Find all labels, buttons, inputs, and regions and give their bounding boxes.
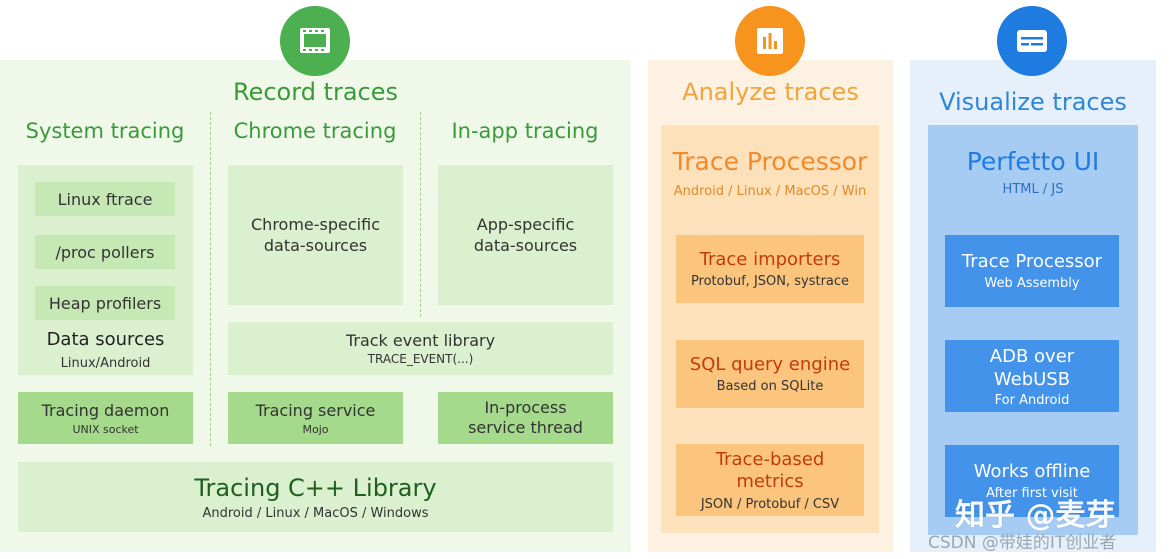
works-offline-sub: After first visit — [986, 486, 1078, 501]
works-offline-card: Works offline After first visit — [945, 445, 1119, 517]
sql-query-engine-sub: Based on SQLite — [716, 379, 824, 394]
divider-2 — [420, 112, 421, 317]
monitor-icon — [997, 6, 1067, 76]
cpp-library-title: Tracing C++ Library — [194, 473, 437, 502]
track-event-library-box: Track event library TRACE_EVENT(...) — [228, 322, 613, 375]
divider-1 — [210, 112, 211, 446]
adb-webusb-title1: ADB over — [989, 345, 1075, 367]
tracing-cpp-library-box: Tracing C++ Library Android / Linux / Ma… — [18, 462, 613, 532]
tracing-service-title: Tracing service — [255, 400, 376, 420]
inapp-tracing-title: In-app tracing — [451, 119, 599, 143]
sql-query-engine-title: SQL query engine — [689, 354, 851, 375]
trace-based-metrics-sub: JSON / Protobuf / CSV — [700, 496, 840, 512]
chrome-specific-line2: data-sources — [263, 236, 368, 255]
wasm-trace-processor-card: Trace Processor Web Assembly — [945, 235, 1119, 307]
inprocess-line2: service thread — [468, 418, 583, 437]
adb-webusb-card: ADB over WebUSB For Android — [945, 340, 1119, 412]
chrome-specific-line1: Chrome-specific — [251, 215, 380, 234]
wasm-trace-processor-sub: Web Assembly — [984, 276, 1080, 291]
trace-importers-sub: Protobuf, JSON, systrace — [690, 274, 850, 289]
chrome-tracing-title: Chrome tracing — [233, 119, 397, 143]
tracing-service-sub: Mojo — [302, 422, 329, 436]
data-sources-sub: Linux/Android — [60, 355, 151, 371]
film-strip-icon — [280, 6, 350, 76]
trace-processor-sub: Android / Linux / MacOS / Win — [673, 183, 867, 199]
perfetto-ui-sub: HTML / JS — [1002, 181, 1064, 197]
works-offline-title: Works offline — [973, 461, 1091, 482]
trace-based-metrics-title2: metrics — [736, 470, 804, 492]
sql-query-engine-card: SQL query engine Based on SQLite — [676, 340, 864, 408]
trace-importers-title: Trace importers — [699, 249, 841, 270]
inprocess-line1: In-process — [484, 398, 567, 417]
trace-importers-card: Trace importers Protobuf, JSON, systrace — [676, 235, 864, 303]
heap-profilers-chip: Heap profilers — [35, 286, 175, 320]
data-sources-label: Data sources — [46, 328, 165, 350]
track-event-sub: TRACE_EVENT(...) — [367, 352, 474, 366]
watermark-main: 知乎 @麦芽 — [955, 498, 1116, 533]
cpp-library-sub: Android / Linux / MacOS / Windows — [202, 505, 429, 521]
app-specific-box: App-specific data-sources — [438, 165, 613, 305]
trace-based-metrics-title1: Trace-based — [715, 448, 825, 470]
chrome-specific-box: Chrome-specific data-sources — [228, 165, 403, 305]
wasm-trace-processor-title: Trace Processor — [961, 251, 1103, 272]
proc-pollers-chip: /proc pollers — [35, 235, 175, 269]
tracing-daemon-sub: UNIX socket — [72, 422, 139, 436]
adb-webusb-sub: For Android — [994, 392, 1070, 408]
app-specific-line2: data-sources — [473, 236, 578, 255]
linux-ftrace-chip: Linux ftrace — [35, 182, 175, 216]
analyze-traces-title: Analyze traces — [682, 78, 859, 106]
app-specific-line1: App-specific — [476, 215, 575, 234]
record-traces-title: Record traces — [233, 78, 398, 106]
tracing-service-box: Tracing service Mojo — [228, 392, 403, 444]
system-tracing-title: System tracing — [25, 119, 185, 143]
watermark-sub: CSDN @带娃的IT创业者 — [928, 533, 1117, 553]
bar-chart-icon — [735, 6, 805, 76]
trace-based-metrics-card: Trace-based metrics JSON / Protobuf / CS… — [676, 444, 864, 516]
perfetto-ui-title: Perfetto UI — [966, 146, 1100, 176]
visualize-traces-title: Visualize traces — [939, 88, 1127, 116]
tracing-daemon-title: Tracing daemon — [41, 400, 170, 420]
track-event-title: Track event library — [345, 331, 496, 350]
tracing-daemon-box: Tracing daemon UNIX socket — [18, 392, 193, 444]
inprocess-service-box: In-process service thread — [438, 392, 613, 444]
adb-webusb-title2: WebUSB — [993, 368, 1071, 390]
trace-processor-title: Trace Processor — [672, 146, 868, 176]
